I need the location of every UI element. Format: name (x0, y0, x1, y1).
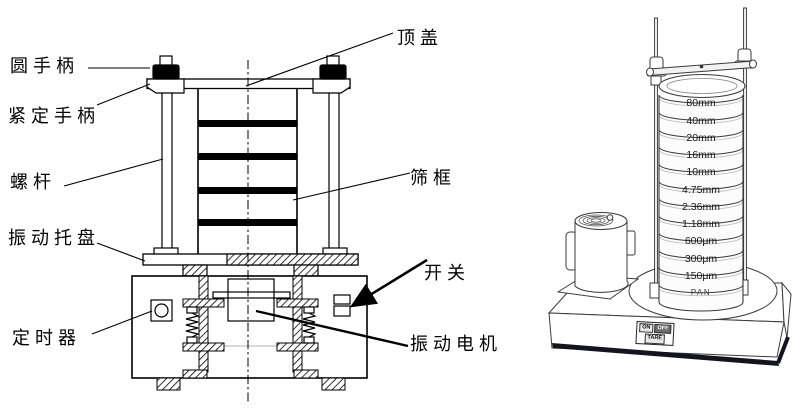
vibration-tray (142, 253, 359, 277)
leader-sieve-frame (292, 172, 411, 201)
leader-vibration-motor (255, 309, 409, 348)
round-handle-right (319, 55, 347, 80)
motor-cylinder (556, 212, 640, 300)
label-vibration-tray: 振动托盘 (8, 228, 100, 248)
motor-coil-rings (578, 214, 614, 227)
label-locking-handle: 紧定手柄 (8, 106, 100, 126)
sieve-size-label: 600μm (684, 235, 718, 248)
round-handle-left (152, 55, 180, 80)
leader-top-cover (245, 32, 394, 87)
timer-box (150, 299, 173, 322)
base-rubber-stripe (552, 343, 779, 366)
vibration-motor-box (212, 278, 291, 322)
tare-button: TARE (644, 333, 666, 345)
label-timer: 定时器 (12, 328, 81, 348)
label-sieve-frame: 筛框 (410, 168, 456, 188)
leader-vibration-tray (96, 242, 146, 262)
support-column-right (292, 275, 303, 373)
base-feet (156, 377, 346, 391)
sieve-size-label: 40mm (686, 114, 716, 127)
sieve-size-label: 4.75mm (682, 183, 720, 196)
sieve-size-label: 2.36mm (682, 200, 720, 213)
screw-rod-left (153, 87, 179, 257)
switch-box (333, 294, 351, 317)
clamp-bar (646, 59, 757, 77)
sieve-size-label: 20mm (686, 131, 716, 144)
sieve-size-label: 16mm (686, 149, 716, 162)
screw-rod-right (322, 87, 348, 257)
sieve-size-label: 10mm (686, 166, 716, 179)
control-panel-row: TARE (644, 333, 666, 345)
sieve-band (198, 120, 297, 127)
control-panel: ON OFF TARE (635, 321, 675, 346)
leader-switch-arrow (349, 258, 428, 308)
label-switch: 开关 (424, 263, 470, 283)
spring-left (185, 306, 200, 344)
sieve-size-label: 150μm (684, 269, 718, 282)
leader-lines (63, 32, 428, 348)
leader-screw-rod (63, 158, 164, 187)
label-round-handle: 圆手柄 (10, 56, 79, 76)
label-top-cover: 顶盖 (397, 28, 443, 48)
leader-locking-handle (96, 83, 151, 106)
clamp-center-pin (699, 64, 704, 69)
on-button: ON (638, 322, 654, 333)
sieve-size-list: 80mm 40mm 20mm 16mm 10mm 4.75mm 2.36mm 1… (659, 95, 743, 302)
label-vibration-motor: 振动电机 (410, 334, 502, 354)
sieve-size-label: 80mm (686, 97, 716, 110)
sieve-size-label: 1.18mm (682, 218, 720, 231)
left-schematic (63, 32, 428, 402)
leader-timer (91, 310, 153, 335)
label-screw-rod: 螺杆 (10, 172, 56, 192)
spring-right (302, 306, 317, 344)
off-button: OFF (654, 323, 672, 334)
sieve-size-label: PAN (690, 288, 712, 298)
control-panel-row: ON OFF (638, 322, 672, 334)
base-box (131, 275, 368, 379)
stack-lid (658, 73, 746, 99)
sieve-size-label: 300μm (684, 252, 718, 265)
sieve-stack (658, 94, 744, 312)
support-column-left (198, 275, 209, 373)
